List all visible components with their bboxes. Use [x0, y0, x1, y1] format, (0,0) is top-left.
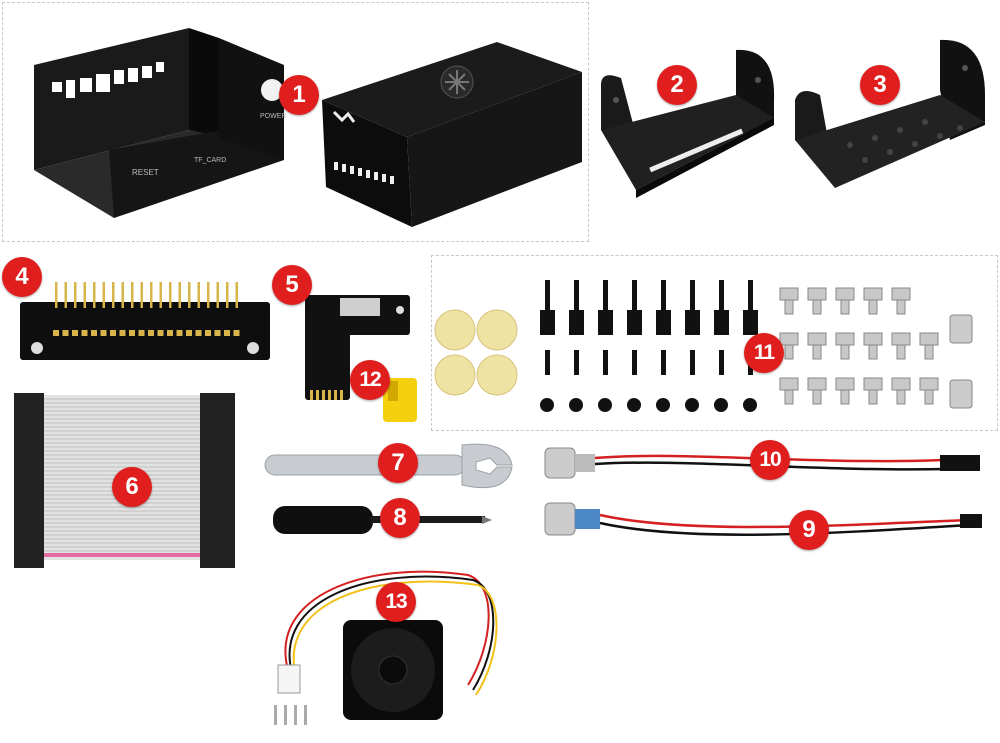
item-badge-5: 5 — [272, 265, 312, 305]
item-badge-1: 1 — [279, 75, 319, 115]
screws-and-standoffs-icon — [434, 280, 973, 412]
card-reader-icon — [383, 378, 417, 422]
item-badge-7: 7 — [378, 443, 418, 483]
item-badge-10: 10 — [750, 440, 790, 480]
wall-bracket-holes-icon — [795, 39, 985, 188]
item-badge-3: 3 — [860, 65, 900, 105]
item-badge-13: 13 — [376, 582, 416, 622]
screwdriver-icon — [273, 506, 492, 534]
item-badge-12: 12 — [350, 360, 390, 400]
wall-bracket-slotted-icon — [601, 49, 775, 198]
item-badge-4: 4 — [2, 257, 42, 297]
accessories-group-panel — [431, 255, 998, 431]
cooling-fan-icon — [274, 570, 498, 725]
push-button-cable-icon — [544, 447, 981, 479]
metal-case-top-icon — [322, 42, 582, 227]
item-badge-9: 9 — [789, 510, 829, 550]
tf-card-extender-icon — [305, 295, 410, 400]
item-badge-11: 11 — [744, 333, 784, 373]
reset-label: RESET — [132, 168, 159, 177]
item-badge-6: 6 — [112, 467, 152, 507]
item-badge-2: 2 — [657, 65, 697, 105]
gpio-adapter-board-icon — [20, 282, 270, 360]
metal-case-bottom-icon: RESET TF_CARD POWER — [34, 28, 286, 218]
push-button-cable-icon — [544, 502, 982, 536]
item-badge-8: 8 — [380, 498, 420, 538]
power-label: POWER — [260, 113, 286, 120]
tf-card-label: TF_CARD — [194, 157, 226, 164]
case-group-panel — [2, 2, 589, 242]
